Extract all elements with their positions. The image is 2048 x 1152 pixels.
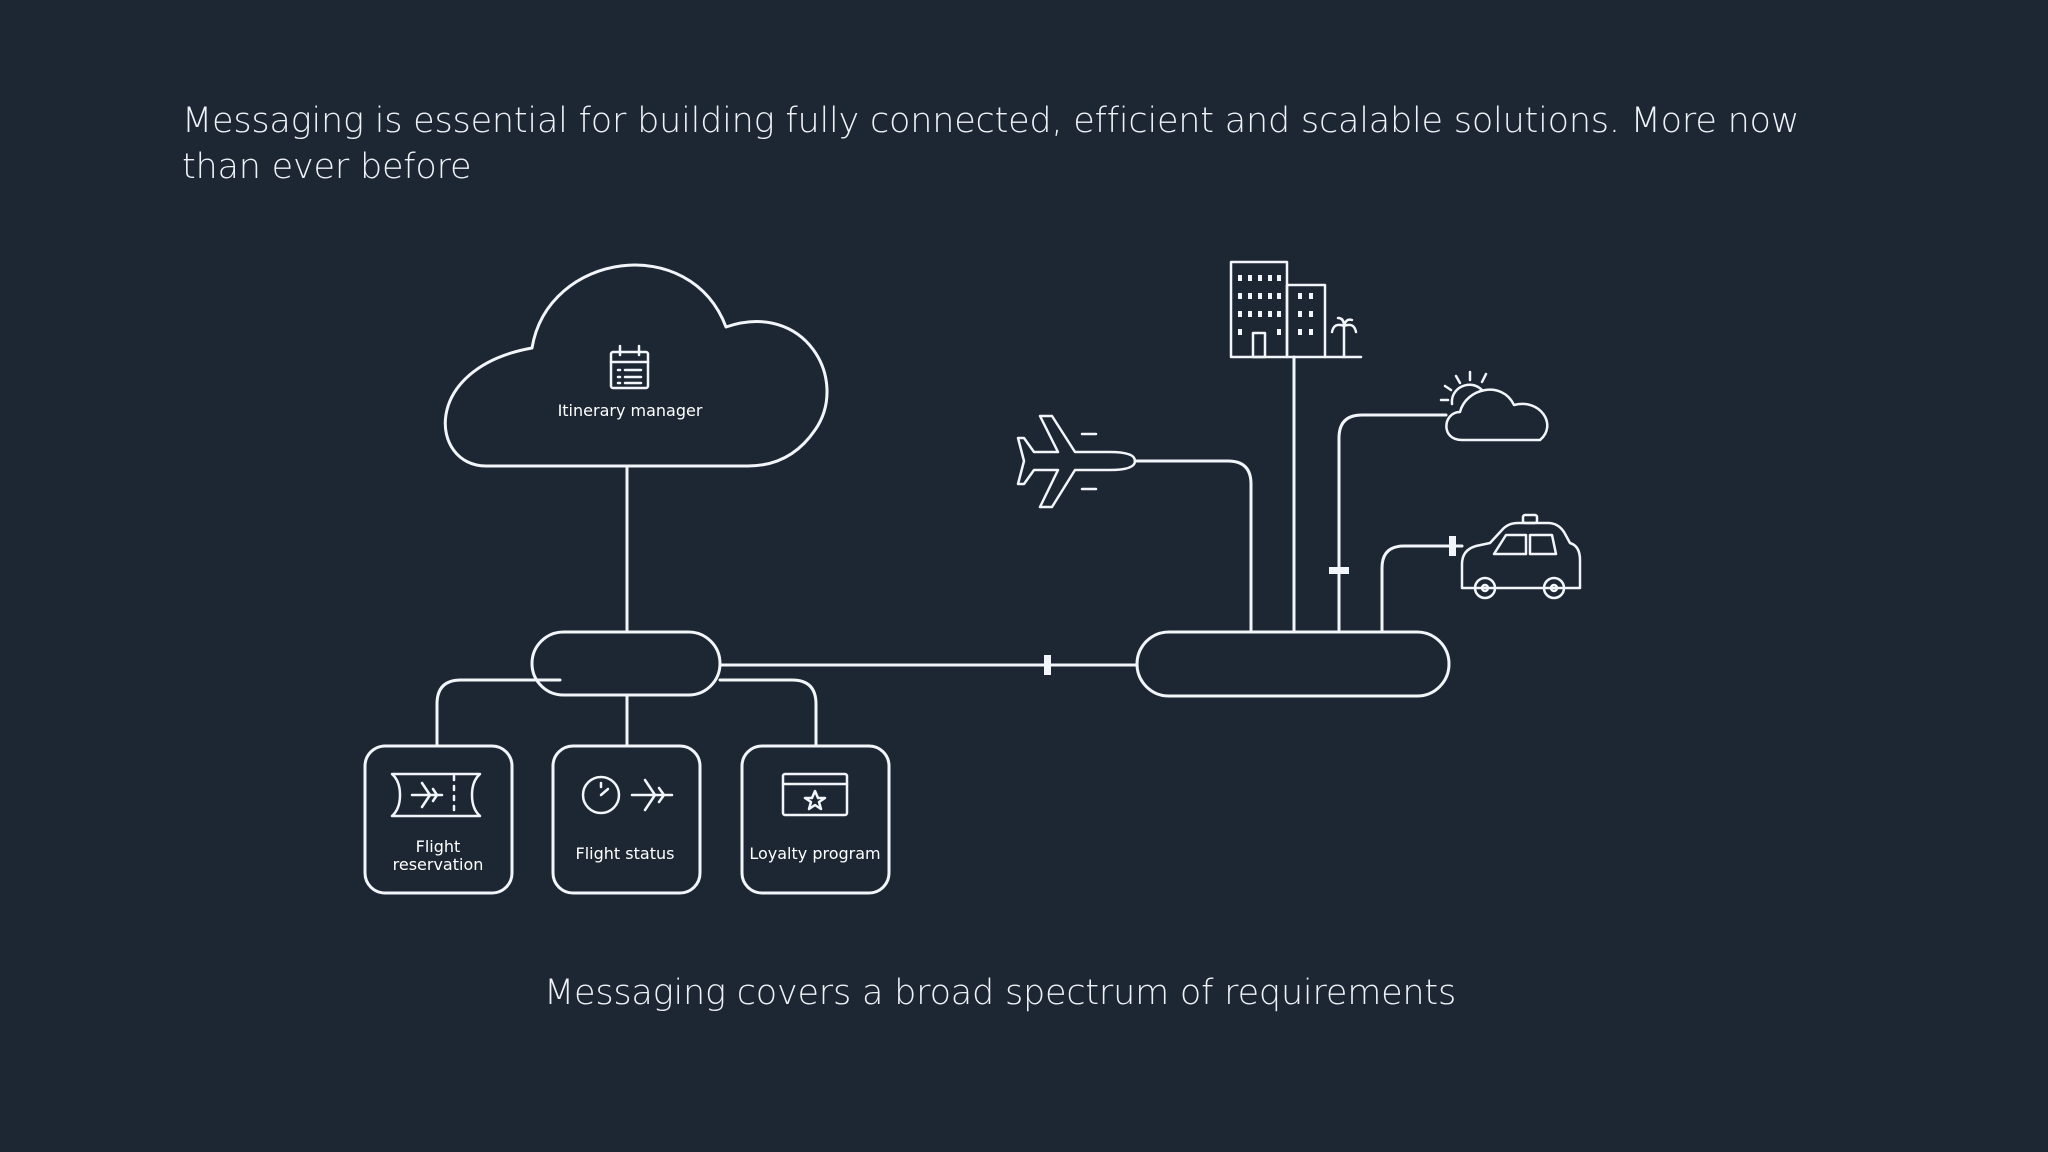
calendar-icon [609,344,650,390]
service-label: Loyalty program [749,844,880,863]
message-marker [1044,655,1051,675]
connector-bus-taxi [1380,544,1464,634]
connector-hub-loyalty [718,678,818,748]
loyalty-card-icon [781,772,849,817]
caption: Messaging covers a broad spectrum of req… [544,973,1456,1013]
service-flight-reservation: Flight reservation [363,744,514,895]
connectors [435,355,1464,748]
service-loyalty-program: Loyalty program [740,744,891,895]
service-label-line1: Flight [416,837,461,856]
service-box [551,744,702,895]
headline: Messaging is essential for building full… [182,101,1800,187]
airplane-icon [1016,414,1137,509]
service-box [363,744,514,895]
clock-plane-icon [581,775,674,815]
cloud-shape [443,263,829,468]
connector-bus-airplane [1133,459,1253,634]
right-bus [1135,630,1451,698]
buildings-icon [1229,260,1363,359]
service-box [740,744,891,895]
service-label: Flight status [576,844,675,863]
service-flight-status: Flight status [551,744,702,895]
ticket-icon [390,772,482,818]
message-marker [1329,567,1349,574]
connector-hub-reservation [435,678,562,748]
cloud-label: Itinerary manager [558,401,703,420]
connector-bus-weather [1337,413,1448,634]
window-dots [1238,275,1313,335]
message-marker [1449,536,1456,556]
service-label-line2: reservation [393,855,484,874]
itinerary-cloud: Itinerary manager [443,263,829,468]
left-hub [530,630,722,697]
taxi-icon [1460,513,1582,600]
weather-icon [1439,370,1549,442]
